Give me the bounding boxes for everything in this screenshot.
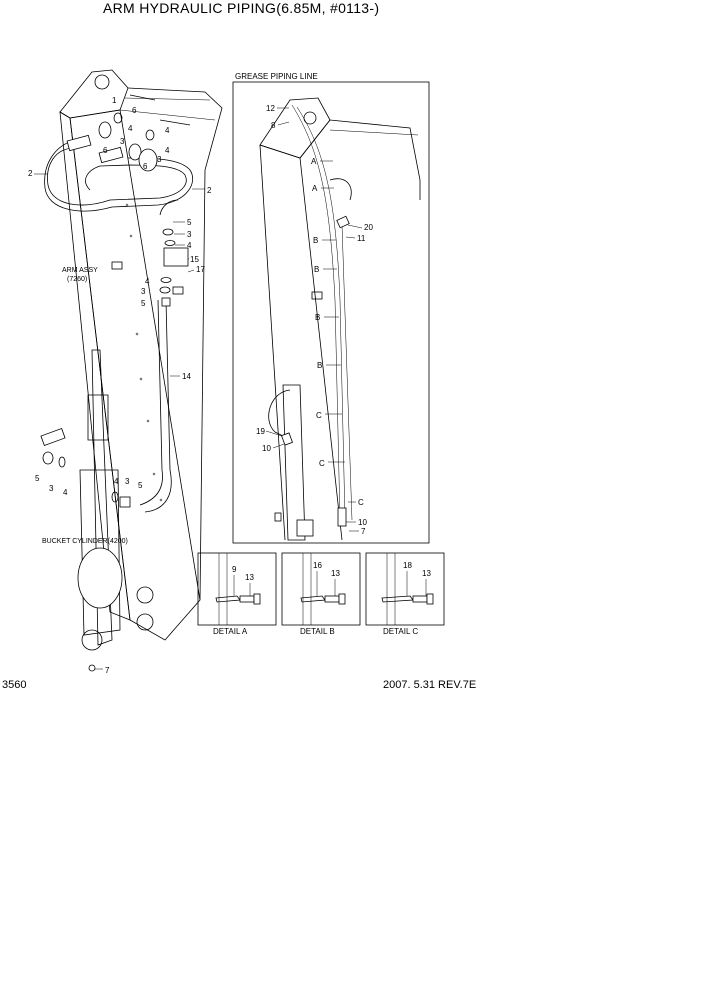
callout-4: 4 <box>165 146 170 155</box>
main-callouts: 1 6 4 3 6 4 4 3 6 2 2 5 3 4 15 17 4 3 5 … <box>28 96 212 675</box>
detail-b-part-16: 16 <box>313 561 322 570</box>
callout-6: 6 <box>143 162 148 171</box>
revision-date: 2007. 5.31 REV.7E <box>383 679 477 691</box>
callout-3: 3 <box>187 230 192 239</box>
callout-4: 4 <box>145 277 150 286</box>
callout-12: 12 <box>266 104 275 113</box>
callout-3: 3 <box>120 137 125 146</box>
callout-5: 5 <box>187 218 192 227</box>
grease-piping-panel: GREASE PIPING LINE 12 8 A A 20 11 <box>232 72 430 544</box>
detail-a: 9 13 DETAIL A <box>197 552 277 636</box>
callout-7: 7 <box>105 666 110 675</box>
callout-A: A <box>312 184 318 193</box>
callout-8: 8 <box>271 121 276 130</box>
detail-a-caption: DETAIL A <box>213 627 248 636</box>
detail-b-caption: DETAIL B <box>300 627 335 636</box>
bucket-cylinder <box>42 349 131 672</box>
callout-B: B <box>314 265 319 274</box>
hydraulic-hoses <box>40 134 194 513</box>
callout-B: B <box>315 313 320 322</box>
detail-c-part-13: 13 <box>422 569 431 578</box>
detail-c-caption: DETAIL C <box>383 627 418 636</box>
page-title: ARM HYDRAULIC PIPING(6.85M, #0113-) <box>103 0 380 16</box>
callout-6: 6 <box>132 106 137 115</box>
callout-C: C <box>319 459 325 468</box>
detail-a-part-9: 9 <box>232 565 237 574</box>
bucket-cylinder-label: BUCKET CYLINDER(4200) <box>42 538 128 545</box>
block-15 <box>159 228 189 307</box>
callout-5: 5 <box>138 481 143 490</box>
grease-piping-heading: GREASE PIPING LINE <box>235 72 318 81</box>
callout-2: 2 <box>207 186 212 195</box>
arm-assy-label: ARM ASSY <box>62 267 98 274</box>
callout-4: 4 <box>114 477 119 486</box>
callout-17: 17 <box>196 265 205 274</box>
detail-b: 16 13 DETAIL B <box>281 552 361 636</box>
callout-3: 3 <box>125 477 130 486</box>
callout-10: 10 <box>358 518 367 527</box>
callout-11: 11 <box>357 234 366 243</box>
detail-a-part-13: 13 <box>245 573 254 582</box>
callout-20: 20 <box>364 223 373 232</box>
callout-6: 6 <box>103 146 108 155</box>
arm-assy-number: (7260) <box>67 276 87 283</box>
detail-c: 18 13 DETAIL C <box>365 552 445 636</box>
callout-5: 5 <box>35 474 40 483</box>
callout-4: 4 <box>63 488 68 497</box>
callout-4: 4 <box>187 241 192 250</box>
callout-C: C <box>316 411 322 420</box>
callout-B: B <box>313 236 318 245</box>
callout-7: 7 <box>361 527 366 536</box>
callout-10: 10 <box>262 444 271 453</box>
callout-14: 14 <box>182 372 191 381</box>
callout-5: 5 <box>141 299 146 308</box>
page-number: 3560 <box>2 679 27 691</box>
detail-c-part-18: 18 <box>403 561 412 570</box>
callout-4: 4 <box>165 126 170 135</box>
callout-19: 19 <box>256 427 265 436</box>
callout-A: A <box>311 157 317 166</box>
callout-2: 2 <box>28 169 33 178</box>
callout-1: 1 <box>112 96 117 105</box>
callout-3: 3 <box>49 484 54 493</box>
callout-B: B <box>317 361 322 370</box>
fittings-upper <box>98 94 191 172</box>
callout-4: 4 <box>128 124 133 133</box>
arm-assembly <box>59 69 223 641</box>
detail-b-part-13: 13 <box>331 569 340 578</box>
callout-3: 3 <box>141 287 146 296</box>
callout-15: 15 <box>190 255 199 264</box>
callout-3: 3 <box>157 155 162 164</box>
callout-C: C <box>358 498 364 507</box>
